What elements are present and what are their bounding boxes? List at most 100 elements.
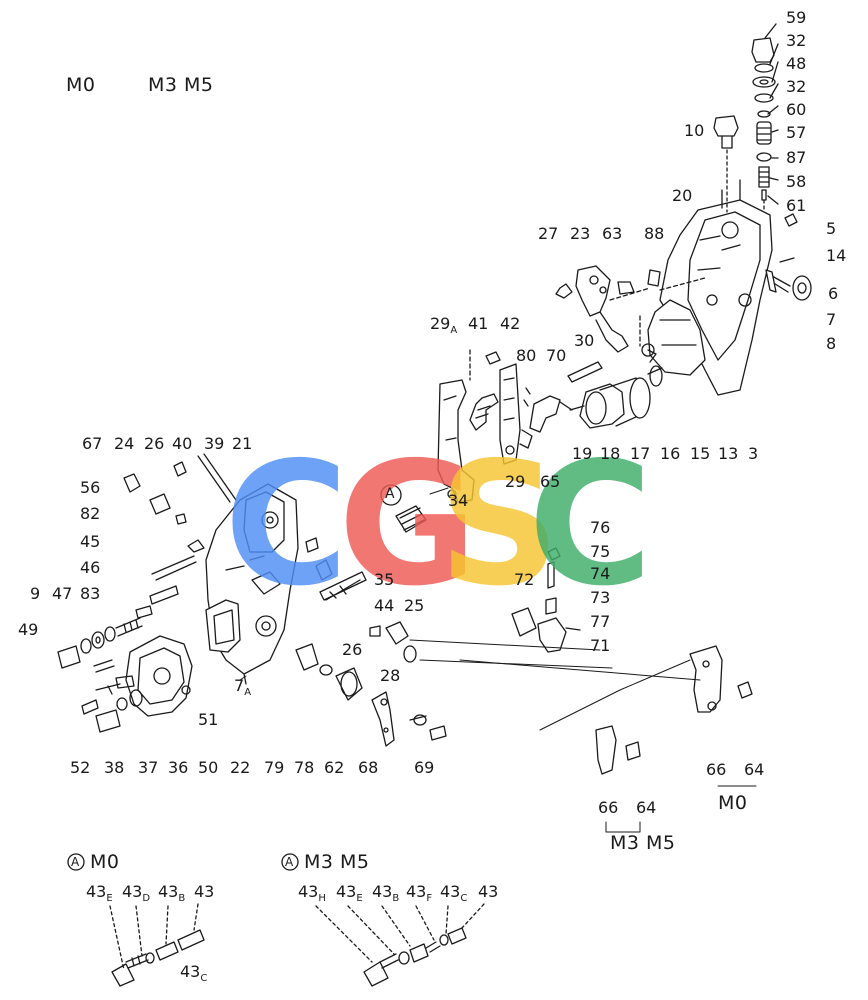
part-label-34: 34 [448,491,469,510]
inset-m0-label-43d-suffix: D [142,893,151,905]
watermark-letter-g: G [338,426,478,624]
part-label-66: 66 [706,760,727,779]
inset-m3m5-label-43c-suffix: C [460,893,468,905]
inset-m3m5-parts [315,903,485,987]
part-label-29: 29 [505,472,526,491]
part-label-78: 78 [294,758,315,777]
solid-leaders [239,487,757,833]
part-label-63: 63 [602,224,623,243]
part-label-61: 61 [786,196,807,215]
part-label-50: 50 [198,758,219,777]
part-label-56: 56 [80,478,101,497]
part-label-13: 13 [718,444,739,463]
circle-markers [67,484,402,871]
part-label-71: 71 [590,636,611,655]
inset-m3m5-label-43e-num: 43 [336,882,357,901]
pump-body [205,483,299,685]
part-label-51: 51 [198,710,219,729]
part-label-68: 68 [358,758,379,777]
part-label-7a: 7A [234,678,251,698]
part-label-32: 32 [786,31,807,50]
inset-m0-label-43b-suffix: B [178,893,186,905]
inset-m3m5-label-43c: 43C [440,884,467,904]
part-label-72: 72 [514,570,535,589]
part-label-23: 23 [570,224,591,243]
part-label-20: 20 [672,186,693,205]
inset-m0-label-43d: 43D [122,884,150,904]
part-label-66: 66 [598,798,619,817]
heading-m3m5: M3 M5 [148,74,214,96]
inset-m0-label-43: 43 [194,882,215,901]
inset-m0-label-43e-suffix: E [106,893,113,905]
inset-m3m5-label-43h: 43H [298,884,326,904]
heading-m0: M0 [66,74,96,96]
inset-m0-label-43b: 43B [158,884,185,904]
inset-a-letter-m3m5: A [285,855,294,869]
part-label-17: 17 [630,444,651,463]
lever-29 [437,351,603,503]
part-label-45: 45 [80,532,101,551]
part-label-80: 80 [516,346,537,365]
governor-housing [647,179,773,396]
part-label-58: 58 [786,172,807,191]
part-label-40: 40 [172,434,193,453]
inset-m0-label-43c-num: 43 [180,962,201,981]
part-label-24: 24 [114,434,135,453]
inset-m3m5-label-43e: 43E [336,884,363,904]
part-label-59: 59 [786,8,807,27]
left-fasteners [57,453,319,733]
center-parts [295,505,447,747]
right-side-parts [765,213,812,301]
plug-stack [751,23,779,211]
part-label-65: 65 [540,472,561,491]
part-label-48: 48 [786,54,807,73]
part-label-70: 70 [546,346,567,365]
inset-m0-label-43e: 43E [86,884,113,904]
inset-m3m5-label-43b: 43B [372,884,399,904]
inset-m3m5-label-43b-num: 43 [372,882,393,901]
part-label-77: 77 [590,612,611,631]
part-label-83: 83 [80,584,101,603]
end-cover-50 [115,635,193,717]
part-label-8: 8 [826,334,837,353]
part-label-49: 49 [18,620,39,639]
part-label-75: 75 [590,542,611,561]
part-label-25: 25 [404,596,425,615]
part-label-64: 64 [744,760,765,779]
part-label-9: 9 [30,584,41,603]
part-label-73: 73 [590,588,611,607]
inset-m3m5-label-43h-suffix: H [318,893,326,905]
part-label-47: 47 [52,584,73,603]
part-label-27: 27 [538,224,559,243]
part-label-6: 6 [828,284,839,303]
part-label-74: 74 [590,564,611,583]
inset-m0-label-43e-num: 43 [86,882,107,901]
part-label-88: 88 [644,224,665,243]
part-label-62: 62 [324,758,345,777]
watermark-letter-s: S [438,426,561,624]
inset-a-m0-heading: M0 [90,851,120,873]
inset-m3m5-label-43h-num: 43 [298,882,319,901]
part-label-15: 15 [690,444,711,463]
part-label-52: 52 [70,758,91,777]
part-label-22: 22 [230,758,251,777]
inset-m0-label-43d-num: 43 [122,882,143,901]
part-label-36: 36 [168,758,189,777]
inset-m3m5-label-43e-suffix: E [356,893,363,905]
part-label-30: 30 [574,331,595,350]
part-label-37: 37 [138,758,159,777]
part-label-18: 18 [600,444,621,463]
part-label-64: 64 [636,798,657,817]
variant-m0-label: M0 [718,792,748,814]
part-label-38: 38 [104,758,125,777]
part-label-3: 3 [748,444,759,463]
part-label-57: 57 [786,123,807,142]
part-label-21: 21 [232,434,253,453]
variant-m3m5-label: M3 M5 [610,832,676,854]
watermark-letter-c2: C [528,426,653,624]
part-label-29a: 29A [430,316,457,336]
part-label-39: 39 [204,434,225,453]
inset-a-letter-m0: A [71,855,80,869]
